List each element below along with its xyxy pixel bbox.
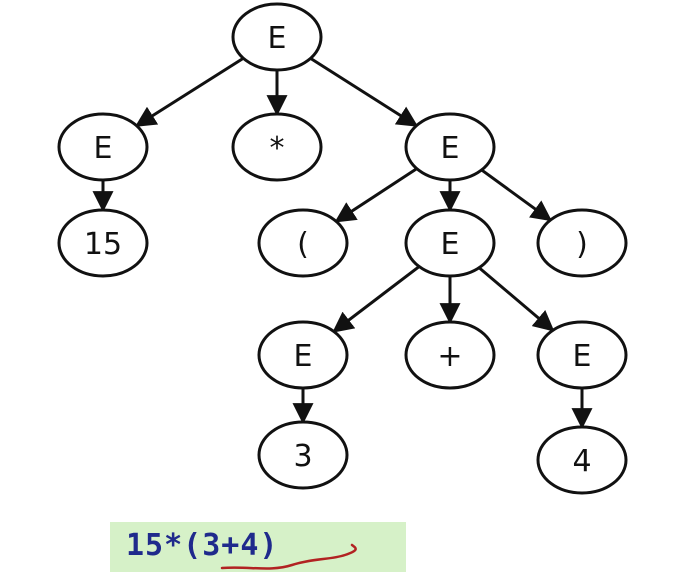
node-label-paren-e: E <box>441 227 460 262</box>
edge-root-to-right-e <box>309 57 419 127</box>
node-lparen: ( <box>257 208 349 278</box>
node-paren-e: E <box>404 208 496 278</box>
node-label-fifteen: 15 <box>84 227 122 262</box>
node-label-right-e: E <box>441 131 460 166</box>
node-shape-lparen <box>257 208 349 278</box>
node-times: * <box>231 112 323 182</box>
node-left-e: E <box>57 112 149 182</box>
node-right-e: E <box>404 112 496 182</box>
node-label-lparen: ( <box>297 227 309 262</box>
node-shape-three <box>257 420 349 490</box>
edges <box>92 57 593 430</box>
node-shape-plus <box>404 320 496 390</box>
edge-root-to-left-e <box>134 57 245 127</box>
node-label-sum-right-e: E <box>573 339 592 374</box>
node-root: E <box>231 2 323 72</box>
edge-right-e-to-rparen <box>480 168 553 222</box>
node-shape-right-e <box>404 112 496 182</box>
node-sum-left-e: E <box>257 320 349 390</box>
node-four: 4 <box>536 425 628 495</box>
node-label-rparen: ) <box>576 227 588 262</box>
node-shape-rparen <box>536 208 628 278</box>
node-shape-fifteen <box>57 208 149 278</box>
edge-right-e-to-lparen <box>334 167 418 223</box>
node-label-three: 3 <box>293 439 312 474</box>
node-shape-paren-e <box>404 208 496 278</box>
node-sum-right-e: E <box>536 320 628 390</box>
expression-box: 15*(3+4) <box>110 522 406 572</box>
node-three: 3 <box>257 420 349 490</box>
node-shape-times <box>231 112 323 182</box>
nodes: E E * E 15 ( E) E + E 3 4 <box>57 2 628 495</box>
node-label-times: * <box>270 131 285 166</box>
node-plus: + <box>404 320 496 390</box>
node-label-root: E <box>268 21 287 56</box>
expression-text: 15*(3+4) <box>126 528 279 563</box>
node-label-plus: + <box>437 339 462 374</box>
edge-paren-e-to-sum-right-e <box>478 266 555 332</box>
node-fifteen: 15 <box>57 208 149 278</box>
node-shape-sum-left-e <box>257 320 349 390</box>
node-shape-left-e <box>57 112 149 182</box>
node-label-sum-left-e: E <box>294 339 313 374</box>
node-shape-sum-right-e <box>536 320 628 390</box>
node-label-four: 4 <box>572 444 591 479</box>
edge-paren-e-to-sum-left-e <box>332 265 421 333</box>
node-shape-root <box>231 2 323 72</box>
node-rparen: ) <box>536 208 628 278</box>
node-label-left-e: E <box>94 131 113 166</box>
node-shape-four <box>536 425 628 495</box>
